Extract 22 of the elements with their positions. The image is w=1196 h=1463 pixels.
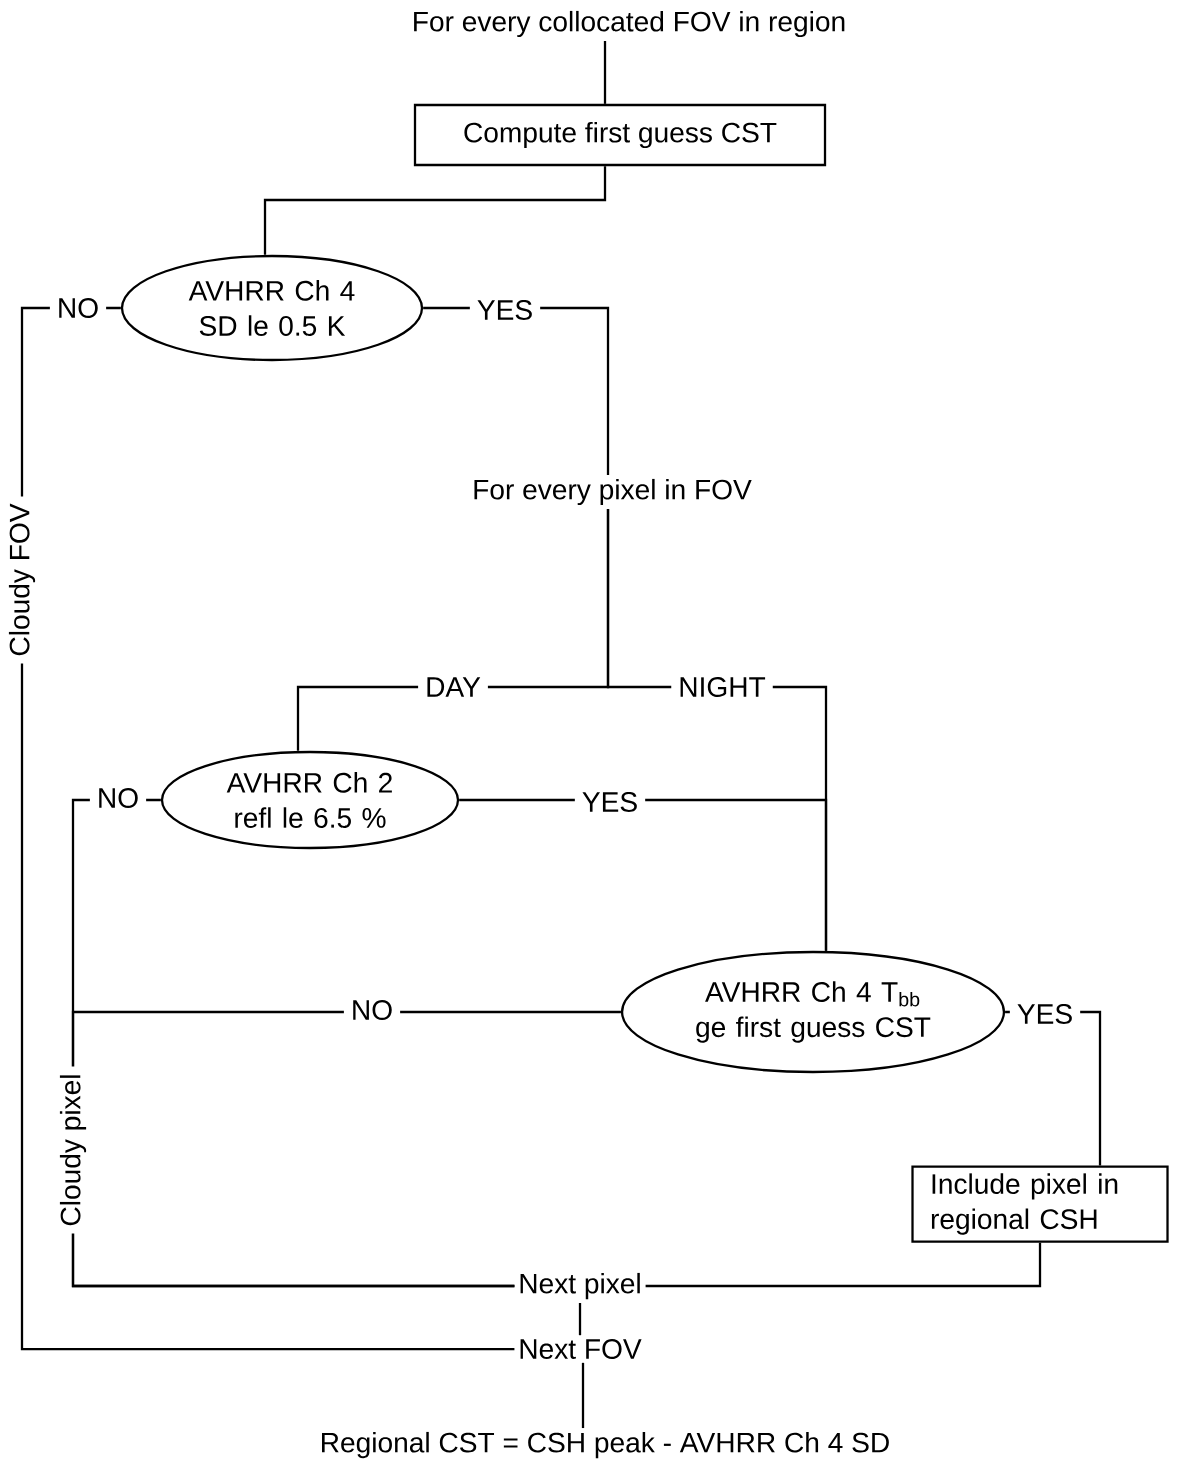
step-text: For every pixel in FOV bbox=[474, 478, 752, 506]
edge-label: YES bbox=[574, 785, 646, 819]
step-text: Regional CST = CSH peak - AVHRR Ch 4 SD bbox=[322, 1431, 889, 1459]
process-box: Compute first guess CST bbox=[413, 103, 827, 167]
connector-line bbox=[645, 1242, 1042, 1288]
step-text: Next pixel bbox=[520, 1272, 640, 1300]
edge-label: YES bbox=[1009, 997, 1081, 1031]
step-text: For every collocated FOV in region bbox=[414, 10, 845, 38]
edge-label: NO bbox=[89, 781, 147, 815]
connector-line bbox=[581, 1362, 585, 1429]
edge-label: NO bbox=[343, 993, 401, 1027]
line-label: Cloudy pixel bbox=[52, 1066, 94, 1234]
edge-label: NIGHT bbox=[671, 670, 773, 704]
connector-line bbox=[578, 1303, 582, 1336]
line-label: Cloudy FOV bbox=[1, 496, 43, 664]
connector-line bbox=[263, 166, 607, 255]
step-text: Next FOV bbox=[520, 1339, 642, 1359]
edge-label: YES bbox=[469, 293, 541, 327]
process-box: Include pixel in regional CSH bbox=[911, 1165, 1169, 1243]
edge-label: NO bbox=[49, 291, 107, 325]
connector-line bbox=[603, 41, 607, 104]
edge-label: DAY bbox=[418, 670, 488, 704]
